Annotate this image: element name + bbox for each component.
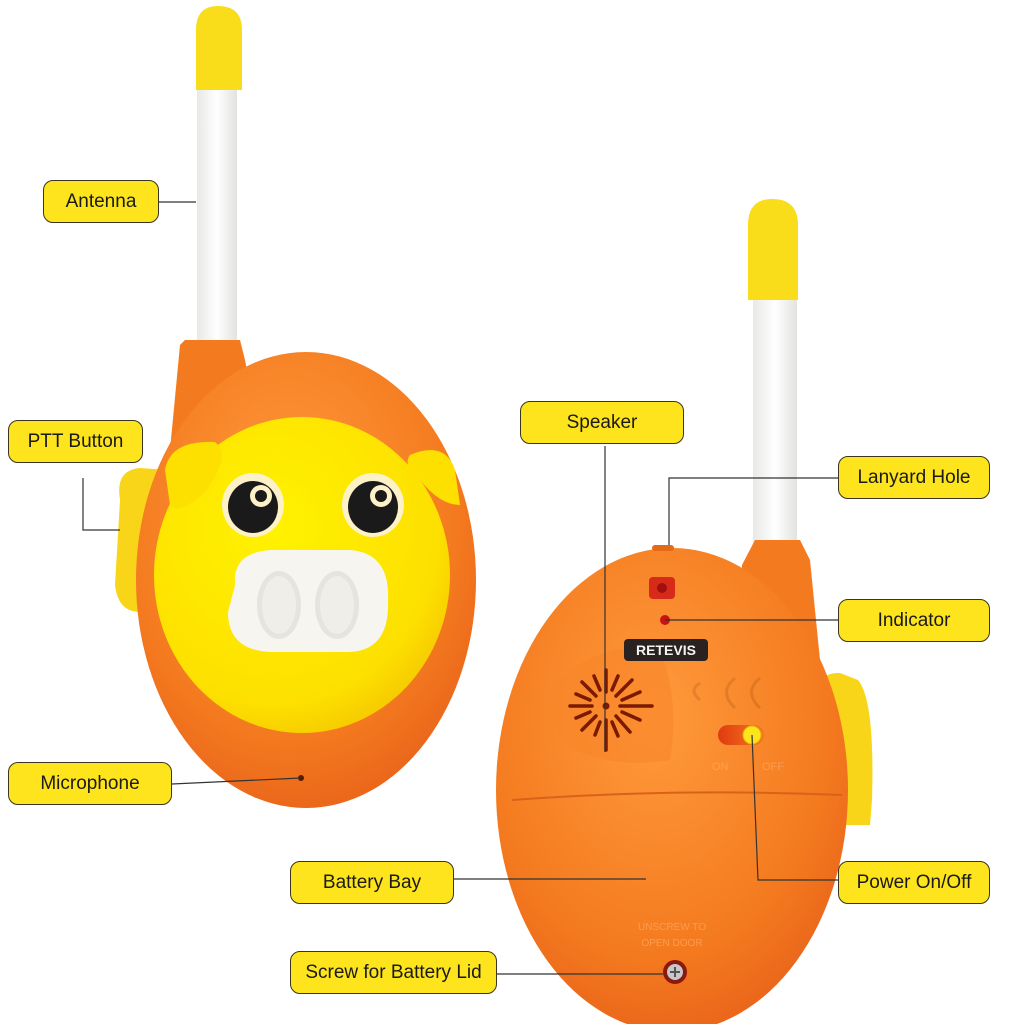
callout-antenna: Antenna bbox=[43, 180, 159, 223]
callout-speaker: Speaker bbox=[520, 401, 684, 444]
battery-lid-screw bbox=[663, 960, 687, 984]
brand-logo: RETEVIS bbox=[636, 642, 696, 658]
power-switch bbox=[718, 725, 764, 745]
switch-on-marking: ON bbox=[712, 761, 729, 773]
speaker-grille bbox=[568, 668, 654, 752]
pig-snout bbox=[228, 550, 389, 652]
callout-microphone: Microphone bbox=[8, 762, 172, 805]
callout-ptt-button: PTT Button bbox=[8, 420, 143, 463]
front-walkie-talkie bbox=[115, 6, 476, 808]
switch-off-marking: OFF bbox=[762, 761, 784, 773]
front-antenna bbox=[196, 6, 242, 360]
pig-eyes bbox=[222, 473, 404, 537]
leader-lines bbox=[82, 201, 838, 975]
back-walkie-talkie: RETEVIS bbox=[496, 199, 873, 1024]
lanyard-hole-slot bbox=[652, 545, 674, 551]
callout-screw-for-battery-lid: Screw for Battery Lid bbox=[290, 951, 497, 994]
callout-lanyard-hole: Lanyard Hole bbox=[838, 456, 990, 499]
battery-note-line1: UNSCREW TO bbox=[638, 922, 706, 933]
callout-indicator: Indicator bbox=[838, 599, 990, 642]
callout-battery-bay: Battery Bay bbox=[290, 861, 454, 904]
back-antenna bbox=[748, 199, 798, 555]
callout-power-on-off: Power On/Off bbox=[838, 861, 990, 904]
battery-note-line2: OPEN DOOR bbox=[641, 938, 702, 949]
